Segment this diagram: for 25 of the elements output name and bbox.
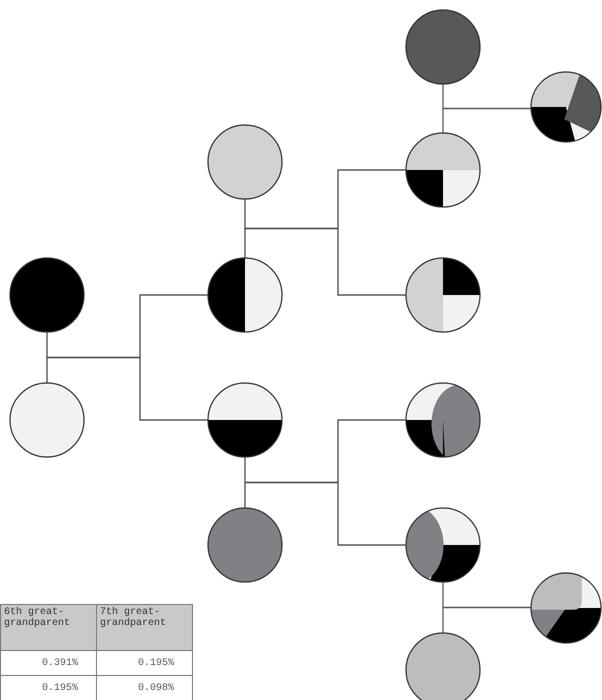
pedigree-line [442,606,531,633]
pedigree-pie-circle [9,382,85,458]
pedigree-line [244,482,406,546]
percentage-value: 0.098% [96,676,192,700]
pedigree-pie-circle [405,632,481,700]
pedigree-pie-circle [207,124,283,200]
pedigree-pie-circle [405,507,481,583]
pedigree-line [442,108,532,133]
percentage-value: 0.195% [0,676,96,700]
pedigree-pie-circle [207,382,283,458]
pedigree-pie-circle [530,71,602,143]
table-header: 7th great-grandparent [96,604,192,650]
pedigree-pie-circle [207,507,283,583]
pedigree-pie-circle [405,382,481,458]
pedigree-pie-circle [405,257,481,333]
pedigree-line [46,356,208,421]
table-header: 6th great-grandparent [0,604,96,650]
percentage-value: 0.195% [96,650,192,676]
pedigree-pie-circle [207,257,283,333]
pedigree-pie-circle [9,257,85,333]
percentage-value: 0.391% [0,650,96,676]
pedigree-pie-circle [405,132,481,208]
pedigree-line [244,228,406,296]
pedigree-pie-circle [530,572,602,644]
pedigree-pie-circle [405,9,481,85]
